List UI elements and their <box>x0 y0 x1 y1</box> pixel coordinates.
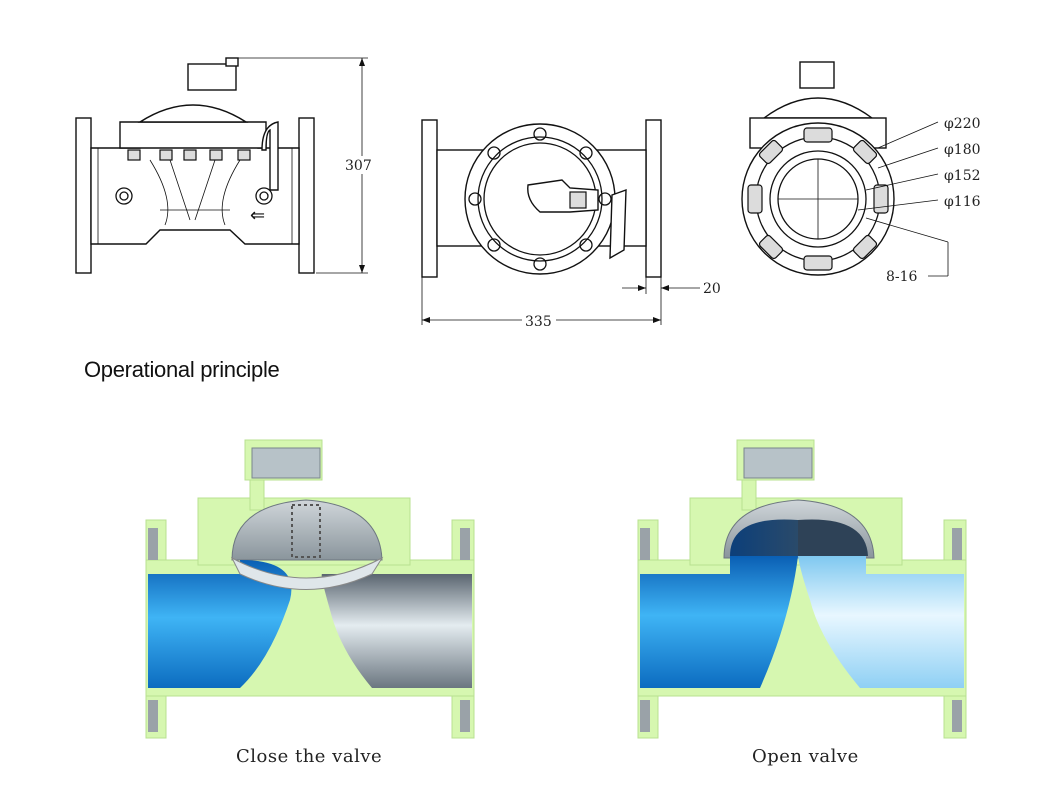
dim-d152: φ152 <box>944 168 981 184</box>
caption-closed: Close the valve <box>236 746 383 767</box>
top-view: 335 20 <box>421 119 721 330</box>
side-view: ⇐ 307 <box>75 57 376 274</box>
top-bolts <box>468 127 612 271</box>
dim-d116: φ116 <box>944 194 981 210</box>
dim-length: 335 <box>525 314 552 330</box>
svg-text:⇐: ⇐ <box>250 205 265 226</box>
dim-d220: φ220 <box>944 116 981 132</box>
bonnet-bolts <box>127 149 251 161</box>
open-valve-cutaway <box>637 439 967 739</box>
dim-flange: 20 <box>703 281 721 297</box>
end-view: φ220 φ180 φ152 φ116 8-16 <box>741 61 981 285</box>
dim-bolts: 8-16 <box>886 269 918 285</box>
closed-valve-cutaway <box>145 439 475 739</box>
caption-open: Open valve <box>752 746 859 767</box>
end-bolt-slots <box>747 127 889 271</box>
dim-height: 307 <box>345 158 372 174</box>
dim-d180: φ180 <box>944 142 981 158</box>
section-title: Operational principle <box>84 357 280 382</box>
